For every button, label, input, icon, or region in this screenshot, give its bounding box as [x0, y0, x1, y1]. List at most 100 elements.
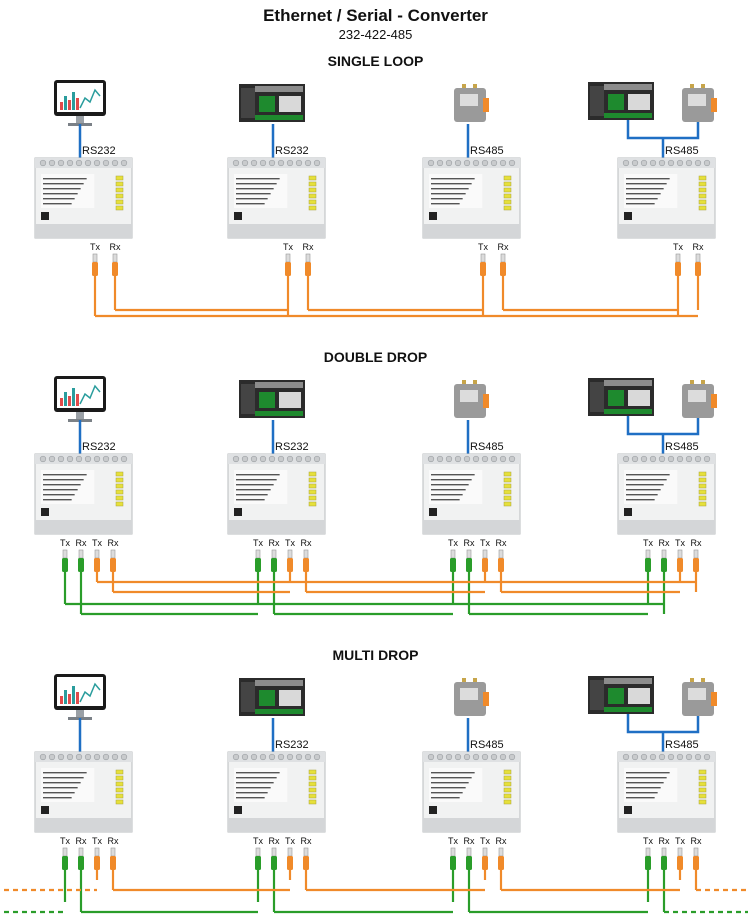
- label-text-line: [626, 494, 658, 496]
- label-text-line: [431, 183, 472, 185]
- module-label: [41, 768, 95, 802]
- module-base: [35, 818, 132, 832]
- terminal-screw-icon: [250, 159, 258, 167]
- connector-ferrule: [450, 847, 456, 857]
- plc-psu: [241, 682, 255, 712]
- connector-ferrule: [94, 549, 100, 559]
- terminal-screw-icon: [313, 455, 321, 463]
- label-text-line: [626, 193, 661, 195]
- status-led-icon: [503, 175, 512, 181]
- terminal-screw-icon: [631, 753, 639, 761]
- module-terminal-strip: [35, 454, 132, 464]
- connector-ferrule: [450, 549, 456, 559]
- status-led-icon: [698, 181, 707, 187]
- connector-ferrule: [693, 549, 699, 559]
- terminal-screw-icon: [295, 455, 303, 463]
- connector-plug-icon: [287, 856, 293, 870]
- label-text-line: [626, 474, 670, 476]
- terminal-screw-icon: [313, 753, 321, 761]
- fiber-links: [4, 870, 748, 914]
- chart-bar-icon: [72, 92, 75, 110]
- label-text-line: [431, 797, 460, 799]
- status-led-icon: [503, 799, 512, 805]
- connector-plug-icon: [645, 558, 651, 572]
- module-terminal-strip: [35, 752, 132, 762]
- qr-code-icon: [234, 806, 242, 814]
- terminal-screw-icon: [102, 753, 110, 761]
- connector-ferrule: [675, 253, 681, 263]
- status-led-icon: [503, 501, 512, 507]
- port-label: Tx: [643, 538, 653, 548]
- module-terminal-strip: [228, 454, 325, 464]
- plc-module: [259, 96, 275, 112]
- label-text-line: [431, 479, 472, 481]
- sensor-connector: [711, 394, 717, 408]
- label-text-line: [236, 198, 268, 200]
- chart-bar-icon: [68, 396, 71, 406]
- terminal-screw-icon: [622, 455, 630, 463]
- status-led-icon: [308, 799, 317, 805]
- terminal-screw-icon: [427, 455, 435, 463]
- label-text-line: [43, 484, 81, 486]
- connector-ferrule: [693, 847, 699, 857]
- terminal-screw-icon: [111, 159, 119, 167]
- port-label: Tx: [92, 538, 102, 548]
- connector-plug-icon: [466, 856, 472, 870]
- connector-plug-icon: [285, 262, 291, 276]
- terminal-screw-icon: [75, 159, 83, 167]
- monitor-neck: [76, 116, 84, 123]
- connector-plug-icon: [498, 856, 504, 870]
- connector-ferrule: [110, 847, 116, 857]
- port-label: Rx: [269, 538, 280, 548]
- connector-ferrule: [303, 549, 309, 559]
- connector-ferrule: [255, 549, 261, 559]
- terminal-screw-icon: [93, 753, 101, 761]
- chart-bar-icon: [76, 692, 79, 704]
- terminal-screw-icon: [454, 159, 462, 167]
- label-text-line: [431, 198, 463, 200]
- terminal-screw-icon: [39, 455, 47, 463]
- connector-ferrule: [661, 549, 667, 559]
- status-led-icon: [308, 205, 317, 211]
- connector-plug-icon: [645, 856, 651, 870]
- label-text-line: [431, 499, 460, 501]
- module-label: [624, 470, 678, 504]
- sensor-display: [460, 390, 478, 402]
- label-text-line: [43, 499, 72, 501]
- terminal-screw-icon: [694, 455, 702, 463]
- connector-ferrule: [500, 253, 506, 263]
- status-led-icon: [503, 793, 512, 799]
- module-base: [618, 818, 715, 832]
- label-text-line: [43, 198, 75, 200]
- module-base: [35, 520, 132, 534]
- terminal-screw-icon: [93, 455, 101, 463]
- connector-ferrule: [695, 253, 701, 263]
- port-label: Tx: [675, 538, 685, 548]
- label-text-line: [236, 203, 265, 205]
- port-label: Rx: [108, 538, 119, 548]
- status-led-icon: [308, 793, 317, 799]
- port-label: Rx: [303, 242, 314, 252]
- label-text-line: [626, 777, 667, 779]
- plc-terminals: [255, 680, 303, 686]
- port-label: Tx: [92, 836, 102, 846]
- label-text-line: [431, 188, 469, 190]
- qr-code-icon: [624, 212, 632, 220]
- terminal-screw-icon: [304, 455, 312, 463]
- terminal-screw-icon: [259, 159, 267, 167]
- terminal-screw-icon: [102, 159, 110, 167]
- section-title-multi-drop: MULTI DROP: [332, 647, 419, 663]
- terminal-screw-icon: [463, 455, 471, 463]
- chart-bar-icon: [60, 696, 63, 704]
- label-text-line: [236, 792, 268, 794]
- terminal-screw-icon: [111, 753, 119, 761]
- label-text-line: [626, 183, 667, 185]
- interface-label: RS232: [275, 145, 309, 157]
- status-led-icon: [503, 495, 512, 501]
- module-terminal-strip: [228, 752, 325, 762]
- status-led-icon: [698, 193, 707, 199]
- label-text-line: [431, 494, 463, 496]
- port-label: Rx: [464, 538, 475, 548]
- sensor-terminal: [701, 678, 705, 682]
